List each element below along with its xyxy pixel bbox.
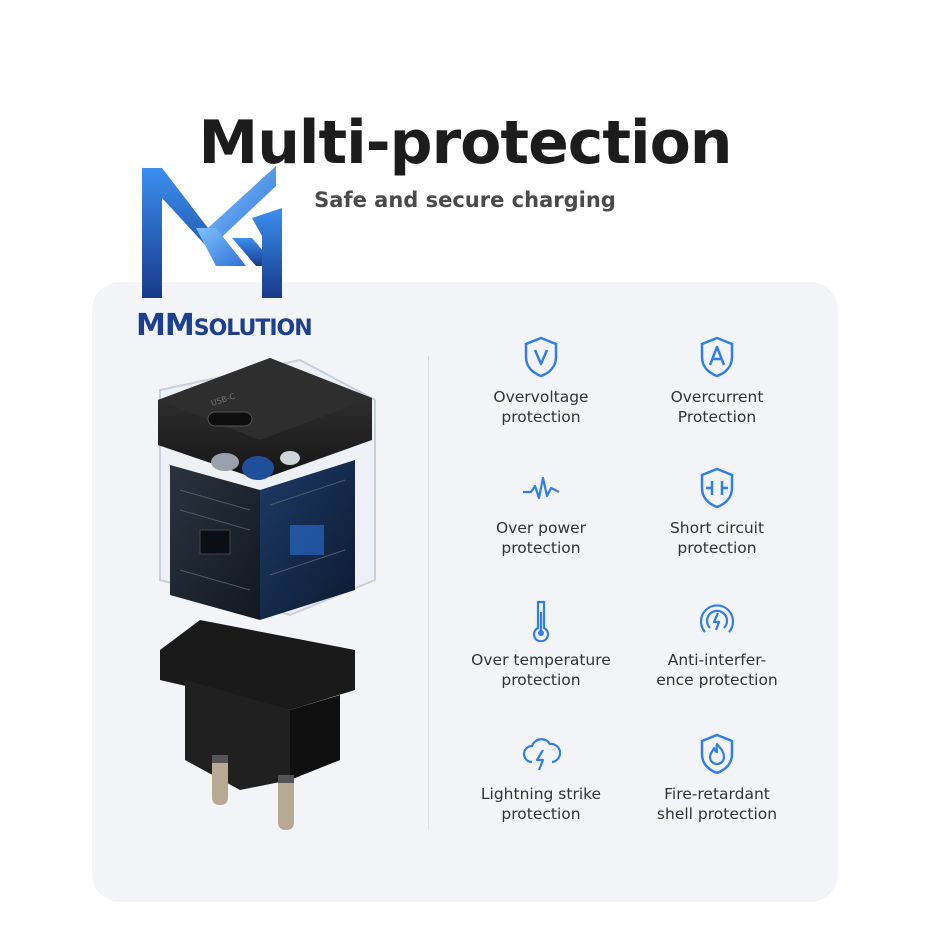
feature-label: Short circuit protection (669, 519, 765, 557)
thermometer-icon (532, 600, 550, 642)
feature-over-temperature: Over temperature protection (456, 598, 626, 690)
page-title: Multi-protection (198, 108, 732, 178)
feature-label: Anti-interfer- ence protection (656, 651, 778, 689)
shield-fire-icon (700, 733, 734, 775)
feature-label: Lightning strike protection (480, 785, 602, 823)
feature-overcurrent: Overcurrent Protection (632, 335, 802, 427)
feature-anti-interference: Anti-interfer- ence protection (632, 598, 802, 690)
power-wave-icon (523, 476, 560, 500)
feature-label: Fire-retardant shell protection (656, 785, 778, 823)
shield-short-circuit-icon (700, 467, 734, 509)
feature-label: Overvoltage protection (493, 388, 589, 426)
shield-a-icon (700, 336, 734, 378)
charger-illustration: USB-C (140, 350, 390, 835)
feature-label: Over power protection (495, 519, 587, 557)
mm-logo-icon (142, 166, 282, 298)
usb-c-port (207, 411, 253, 427)
feature-label: Over temperature protection (471, 651, 611, 689)
shield-v-icon (524, 336, 558, 378)
signal-interference-icon (699, 604, 735, 633)
lightning-cloud-icon (522, 738, 561, 771)
brand-logo: MMSOLUTION (136, 158, 386, 358)
feature-short-circuit: Short circuit protection (632, 466, 802, 558)
page-subtitle: Safe and secure charging (314, 188, 616, 212)
feature-fire-retardant: Fire-retardant shell protection (632, 732, 802, 824)
brand-wordmark: MMSOLUTION (136, 308, 313, 343)
panel-divider (428, 356, 429, 830)
feature-overvoltage: Overvoltage protection (456, 335, 626, 427)
feature-label: Overcurrent Protection (670, 388, 764, 426)
feature-over-power: Over power protection (456, 466, 626, 558)
feature-lightning-strike: Lightning strike protection (456, 732, 626, 824)
